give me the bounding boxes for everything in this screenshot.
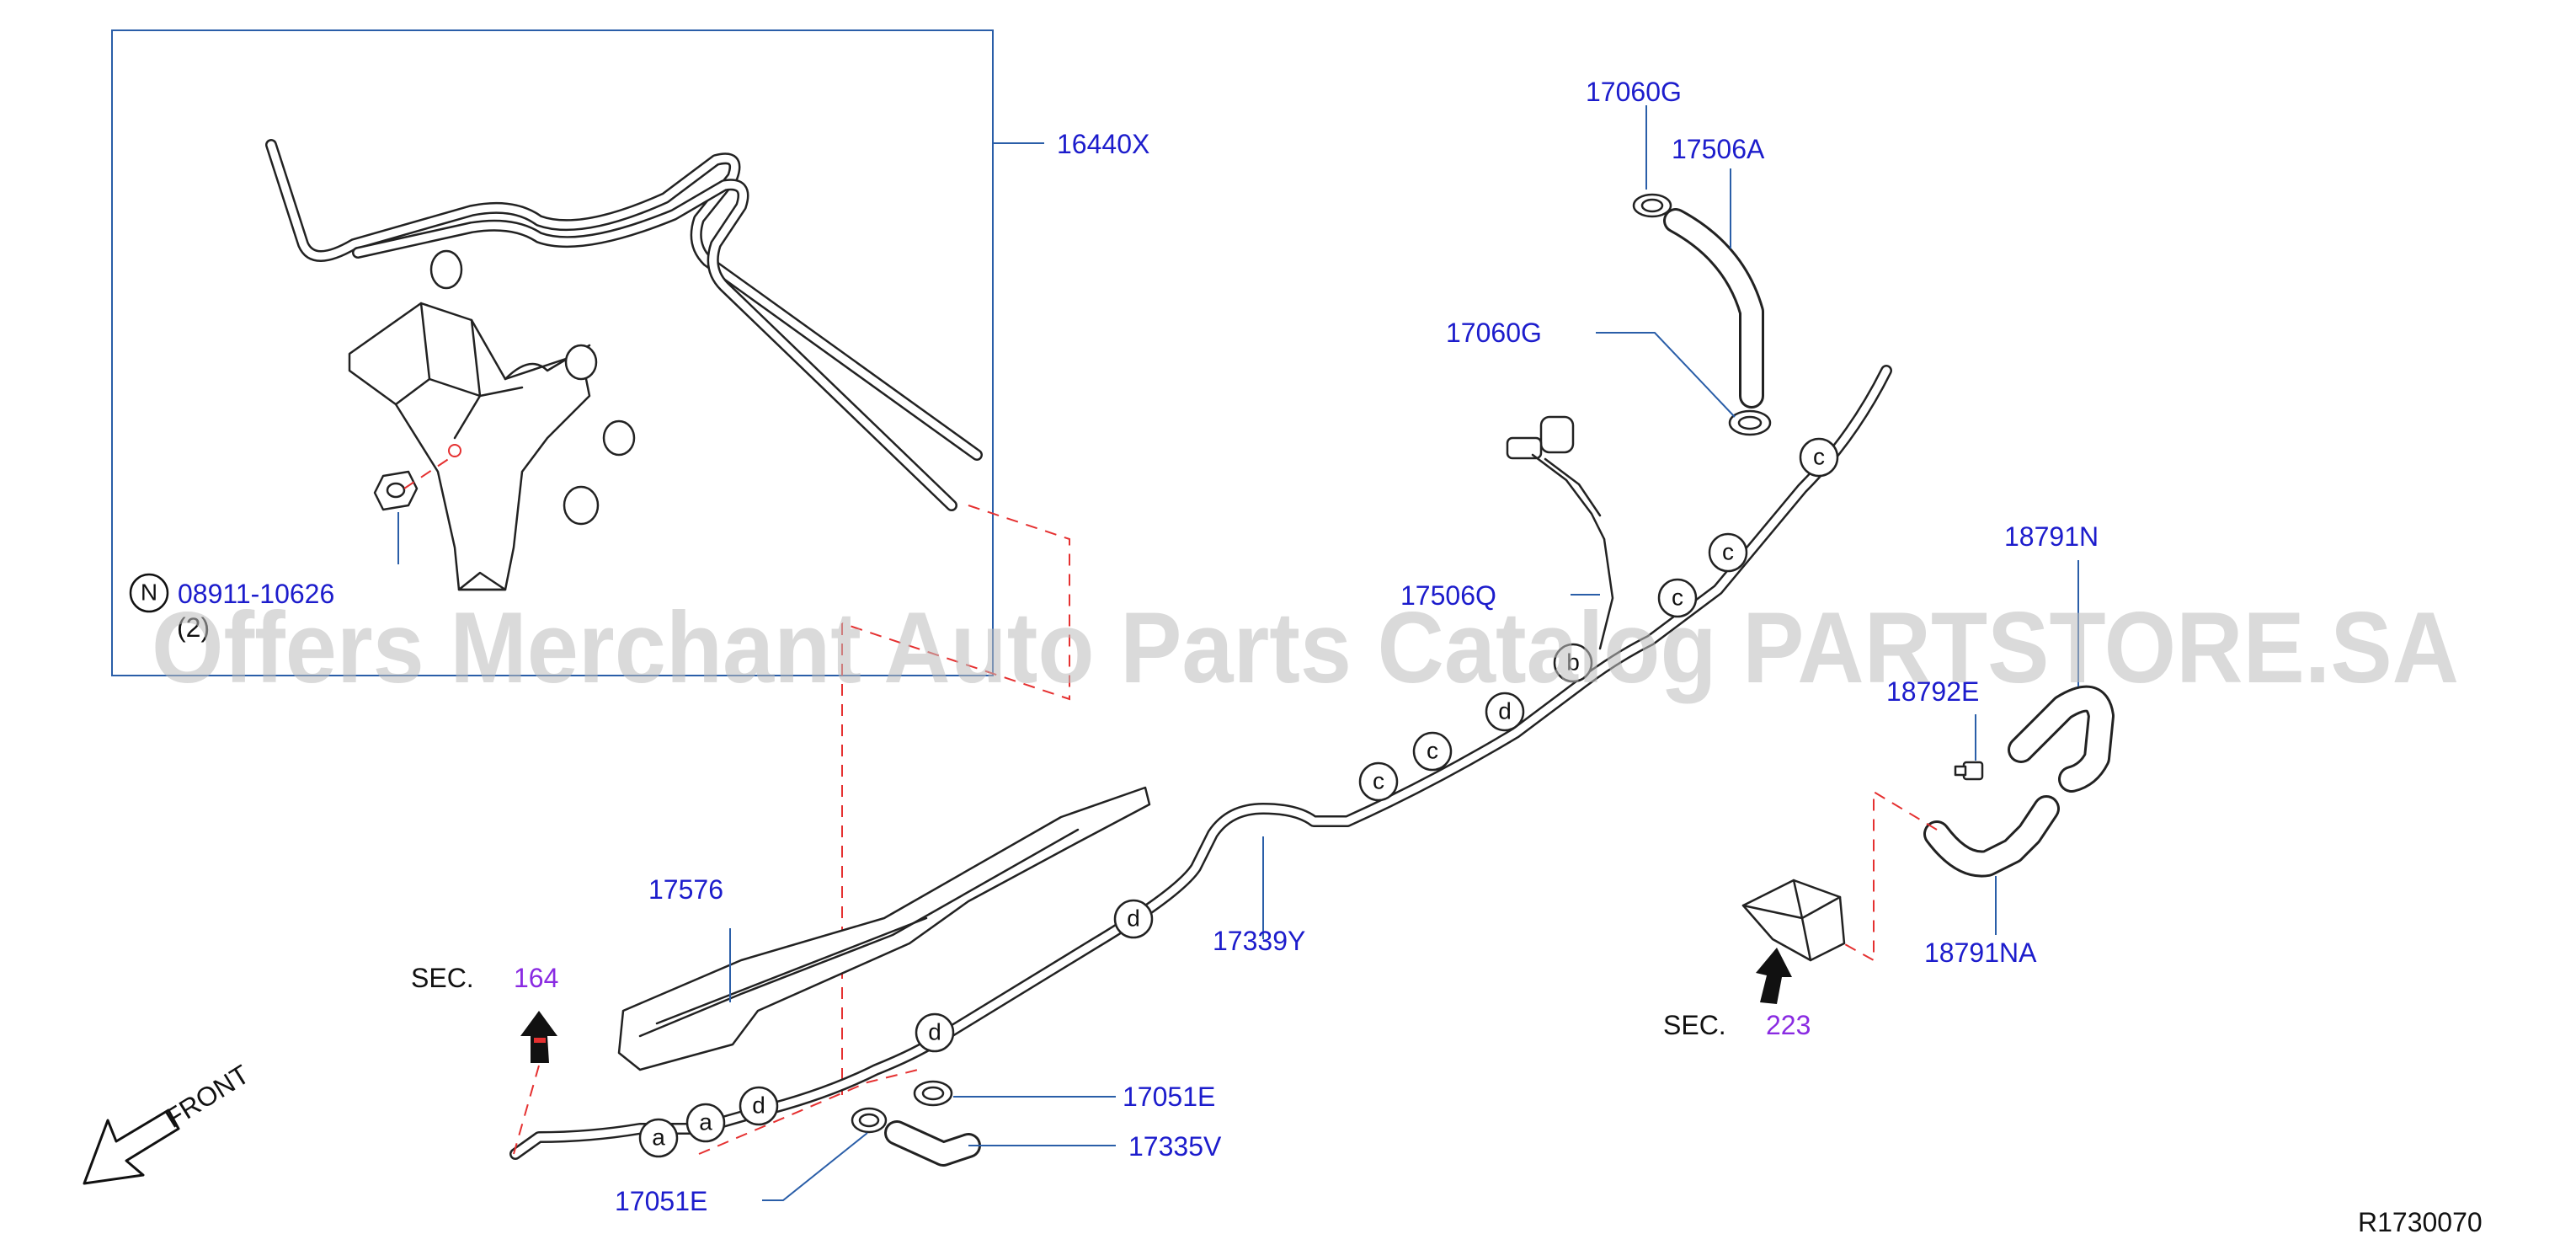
hose-17335V[interactable]: [884, 1120, 981, 1167]
label-sec-223-number[interactable]: 223: [1766, 1010, 1811, 1040]
clip-d-2[interactable]: d: [915, 1012, 955, 1053]
clip-letter: c: [1427, 737, 1438, 763]
label-17060G-top[interactable]: 17060G: [1586, 77, 1682, 107]
label-18792E[interactable]: 18792E: [1886, 676, 1979, 707]
clip-letter: c: [1373, 767, 1384, 793]
clip-d-3[interactable]: d: [1113, 899, 1154, 939]
label-17339Y[interactable]: 17339Y: [1213, 926, 1305, 956]
label-17051E-left[interactable]: 17051E: [615, 1186, 707, 1216]
label-sec-164-prefix: SEC.: [411, 963, 474, 993]
clip-letter: d: [1498, 697, 1512, 724]
label-16440X[interactable]: 16440X: [1057, 129, 1149, 159]
ref-line-clamps: [698, 1069, 919, 1155]
hose-18791NA[interactable]: [1923, 795, 2060, 878]
clamp-17060G-top[interactable]: [1632, 193, 1672, 218]
label-sec-223-prefix: SEC.: [1663, 1010, 1726, 1040]
hose-18791N[interactable]: [2008, 685, 2115, 793]
sec-164-arrow-icon: [520, 1011, 557, 1063]
clamp-17051E-right[interactable]: [913, 1080, 953, 1107]
clip-d-4[interactable]: d: [1485, 692, 1525, 732]
label-17506A[interactable]: 17506A: [1672, 134, 1765, 164]
clip-letter: c: [1722, 538, 1734, 564]
sec-223-arrow-icon: [1756, 948, 1792, 1004]
hose-17506A[interactable]: [1663, 208, 1764, 409]
front-arrow-icon: [83, 1108, 180, 1185]
label-08911-quantity: (2): [177, 612, 210, 643]
clip-c-5[interactable]: c: [1799, 437, 1839, 478]
clip-letter: a: [652, 1124, 665, 1150]
nut-symbol-icon: N: [129, 573, 169, 613]
clip-c-2[interactable]: c: [1412, 731, 1453, 772]
label-diagram-id: R1730070: [2358, 1207, 2483, 1237]
label-18791NA[interactable]: 18791NA: [1924, 938, 2037, 968]
label-17335V[interactable]: 17335V: [1128, 1131, 1222, 1162]
sensor-17506Q[interactable]: [1506, 415, 1614, 650]
label-08911-10626[interactable]: 08911-10626: [178, 579, 334, 609]
label-18791N[interactable]: 18791N: [2004, 521, 2099, 552]
clip-d-1[interactable]: d: [739, 1086, 779, 1126]
clip-c-1[interactable]: c: [1358, 761, 1399, 802]
label-17060G-mid[interactable]: 17060G: [1446, 318, 1542, 348]
nut-symbol-letter: N: [141, 579, 157, 605]
tube-assembly-16440X[interactable]: [265, 139, 983, 511]
assembly-frame: [111, 29, 994, 676]
clip-a-2[interactable]: a: [685, 1103, 726, 1143]
clamp-17060G-mid[interactable]: [1728, 409, 1772, 436]
fuel-line-17339Y[interactable]: [509, 365, 1892, 1160]
clip-letter: a: [699, 1108, 712, 1135]
label-17576[interactable]: 17576: [648, 874, 723, 905]
clip-letter: d: [752, 1092, 765, 1118]
protector-17576[interactable]: [617, 786, 1151, 1071]
label-sec-164-number[interactable]: 164: [514, 963, 558, 993]
clip-a-1[interactable]: a: [638, 1118, 679, 1158]
nut-08911-10626[interactable]: [373, 470, 419, 511]
clip-c-4[interactable]: c: [1708, 532, 1748, 573]
clip-letter: c: [1813, 443, 1825, 469]
clip-letter: d: [1127, 905, 1140, 931]
clip-letter: d: [928, 1018, 941, 1044]
clamp-17051E-left[interactable]: [851, 1107, 888, 1134]
label-17506Q[interactable]: 17506Q: [1400, 580, 1496, 611]
fitting-18792E[interactable]: [1954, 761, 1984, 781]
watermark-text: Offers Merchant Auto Parts Catalog PARTS…: [152, 591, 2459, 704]
clip-letter: c: [1672, 584, 1683, 610]
clip-letter: b: [1566, 649, 1580, 675]
clip-c-3[interactable]: c: [1657, 578, 1698, 618]
ref-line-assembly: [841, 505, 1070, 701]
label-front: FRONT: [160, 1059, 255, 1134]
label-17051E-right[interactable]: 17051E: [1123, 1082, 1215, 1112]
mounting-bracket[interactable]: [348, 249, 636, 591]
bracket-sec-223[interactable]: [1741, 879, 1846, 962]
clip-b-1[interactable]: b: [1553, 643, 1593, 683]
